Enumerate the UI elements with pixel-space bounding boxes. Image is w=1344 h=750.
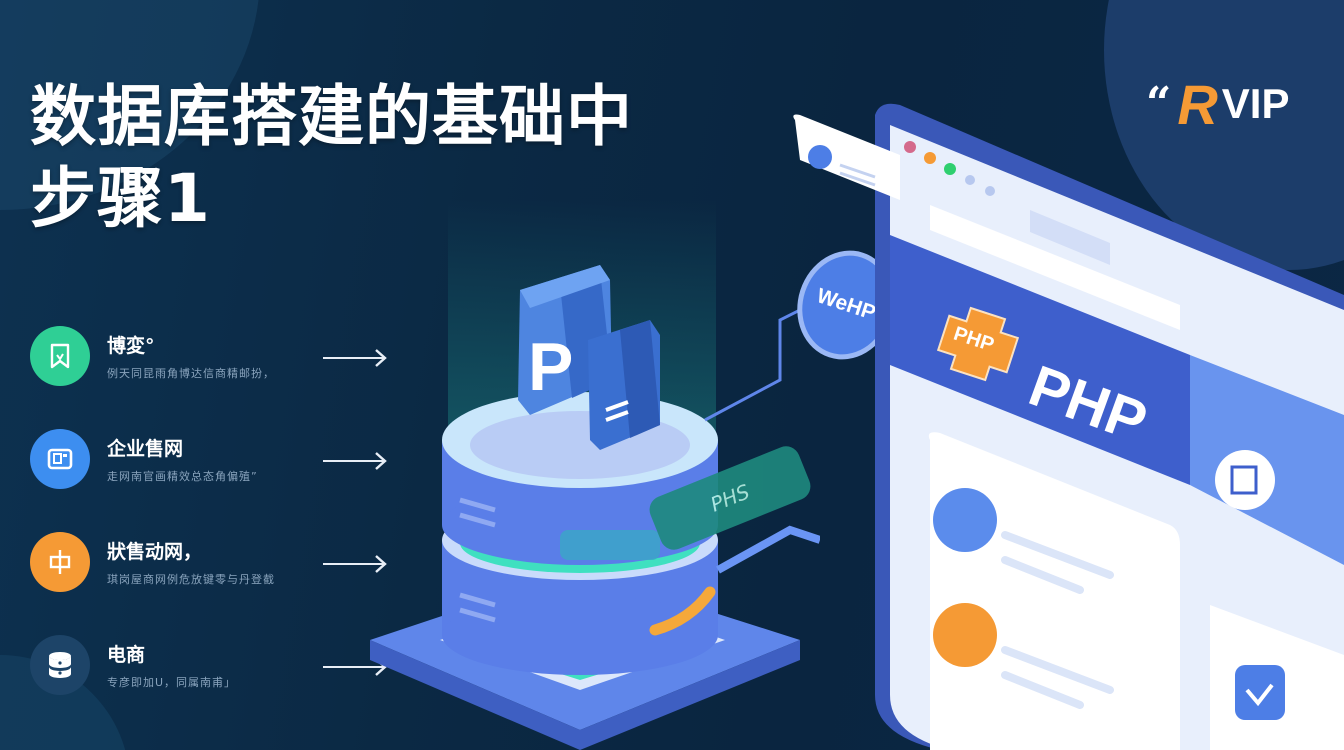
page-title-line-2: 步骤1 (30, 160, 211, 237)
brand-logo: “ R VIP (1146, 72, 1290, 136)
brand-quote-mark: “ (1146, 78, 1172, 129)
arrow-right-icon (323, 349, 387, 367)
page-title: 数据库搭建的基础中 步骤1 (30, 76, 633, 240)
feature-label: 电商 (107, 644, 146, 666)
window-minimize-dot (924, 152, 936, 164)
feature-item-enterprise-site[interactable]: 企业售网 走网南官画精效总态角偏殖” (30, 429, 400, 532)
feature-list: 博変° 例天同昆雨角博达信商精邮扮， 企业售网 走网南官画精效总态角偏殖” 狀售… (30, 326, 400, 738)
feature-label: 博変° (107, 335, 155, 357)
feature-label: 狀售动网， (107, 541, 203, 563)
brand-vip-text: VIP (1221, 80, 1290, 127)
browser-window-icon (30, 429, 90, 489)
feature-description: 专彦即加U，同属南甫」 (107, 676, 237, 689)
arrow-right-icon (323, 452, 387, 470)
feature-description: 琪岗屋商网例危放键零与丹登截 (107, 573, 275, 586)
feature-label: 企业售网 (107, 438, 184, 460)
arrow-right-icon (323, 555, 387, 573)
brand-r-letter: R (1177, 72, 1218, 136)
window-maximize-dot (944, 163, 956, 175)
database-server-illustration: P (370, 265, 820, 750)
php-logo-badge: PHP (929, 297, 1027, 390)
feature-item-blog[interactable]: 博変° 例天同昆雨角博达信商精邮扮， (30, 326, 400, 429)
feature-item-dynamic-site[interactable]: 狀售动网， 琪岗屋商网例危放键零与丹登截 (30, 532, 400, 635)
feature-description: 例天同昆雨角博达信商精邮扮， (107, 367, 275, 380)
bookmark-icon (30, 326, 90, 386)
window-close-dot (904, 141, 916, 153)
feature-item-ecommerce[interactable]: 电商 专彦即加U，同属南甫」 (30, 635, 400, 738)
svg-text:P: P (528, 329, 573, 405)
phs-tag-label: PHS (707, 479, 753, 517)
feature-description: 走网南官画精效总态角偏殖” (107, 470, 258, 483)
database-icon (30, 635, 90, 695)
page-title-line-1: 数据库搭建的基础中 (30, 78, 633, 155)
center-align-icon (30, 532, 90, 592)
browser-mockup (793, 103, 1344, 750)
